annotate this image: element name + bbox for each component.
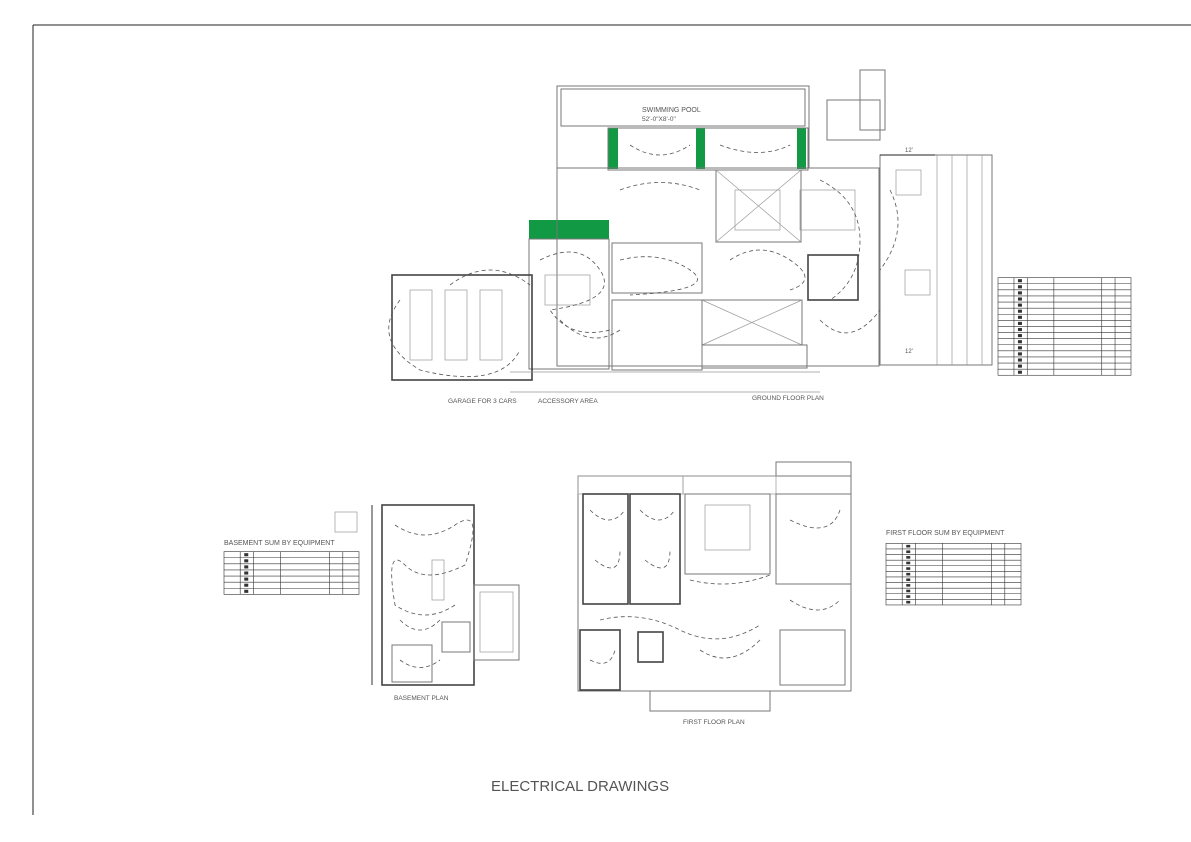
equipment-symbol-icon	[906, 572, 911, 576]
sheet-title: ELECTRICAL DRAWINGS	[491, 778, 669, 795]
basement-plan-label: BASEMENT PLAN	[394, 695, 449, 702]
equipment-symbol-icon	[244, 559, 249, 563]
equipment-symbol-icon	[1017, 346, 1022, 350]
equipment-symbol-icon	[1017, 321, 1022, 325]
equipment-symbol-icon	[244, 577, 249, 581]
table-frame	[885, 543, 1022, 606]
planter-green	[608, 128, 618, 169]
ground-floor-plan: SWIMMING POOL 52'-0"X8'-0" 12' 12'	[388, 69, 993, 405]
first-floor-plan-label: FIRST FLOOR PLAN	[683, 719, 745, 726]
equipment-symbol-icon	[906, 578, 911, 582]
equipment-symbol-icon	[244, 589, 249, 593]
equipment-symbol-icon	[1017, 358, 1022, 362]
equipment-symbol-icon	[906, 561, 911, 565]
first-floor-equipment-table	[885, 543, 1022, 606]
basement-plan: BASEMENT PLAN BASEMENT SUM BY EQUIPMENT	[224, 504, 520, 702]
first-floor-plan: FIRST FLOOR PLAN FIRST FLOOR SUM BY EQUI…	[577, 461, 1005, 726]
basement-table-title: BASEMENT SUM BY EQUIPMENT	[224, 540, 335, 547]
equipment-symbol-icon	[244, 553, 249, 557]
basement-equipment-table	[223, 551, 360, 595]
first-floor-table-title: FIRST FLOOR SUM BY EQUIPMENT	[886, 530, 1005, 537]
equipment-symbol-icon	[1017, 327, 1022, 332]
dimension-top: 12'	[905, 148, 913, 154]
equipment-symbol-icon	[906, 584, 911, 587]
equipment-symbol-icon	[1017, 364, 1022, 368]
garage-label: GARAGE FOR 3 CARS	[448, 398, 517, 405]
equipment-symbol-icon	[1017, 285, 1022, 289]
swimming-pool	[556, 85, 810, 169]
accessory-label: ACCESSORY AREA	[538, 398, 598, 405]
equipment-symbol-icon	[906, 595, 911, 598]
equipment-symbol-icon	[244, 565, 249, 569]
equipment-symbol-icon	[1017, 334, 1022, 338]
equipment-symbol-icon	[1017, 303, 1022, 307]
dimension-bottom: 12'	[905, 349, 913, 355]
garage	[391, 274, 533, 381]
equipment-symbol-icon	[244, 583, 249, 587]
equipment-symbol-icon	[906, 550, 911, 554]
equipment-symbol-icon	[906, 567, 911, 570]
equipment-symbol-icon	[1017, 352, 1022, 356]
equipment-symbol-icon	[1017, 340, 1022, 344]
equipment-symbol-icon	[1017, 315, 1022, 319]
equipment-symbol-icon	[906, 544, 911, 548]
equipment-symbol-icon	[1017, 370, 1022, 374]
equipment-symbol-icon	[906, 600, 911, 604]
ground-floor-equipment-table	[997, 277, 1132, 376]
pool-size: 52'-0"X8'-0"	[642, 116, 677, 123]
equipment-symbol-icon	[906, 556, 911, 559]
equipment-symbol-icon	[1017, 297, 1022, 301]
equipment-symbol-icon	[1017, 279, 1022, 283]
equipment-symbol-icon	[244, 571, 249, 575]
equipment-symbol-icon	[1017, 291, 1022, 295]
ground-floor-plan-label: GROUND FLOOR PLAN	[752, 395, 824, 402]
pool-label: SWIMMING POOL	[642, 107, 701, 114]
equipment-symbol-icon	[906, 589, 911, 593]
equipment-symbol-icon	[1017, 309, 1022, 313]
table-frame	[223, 551, 360, 595]
